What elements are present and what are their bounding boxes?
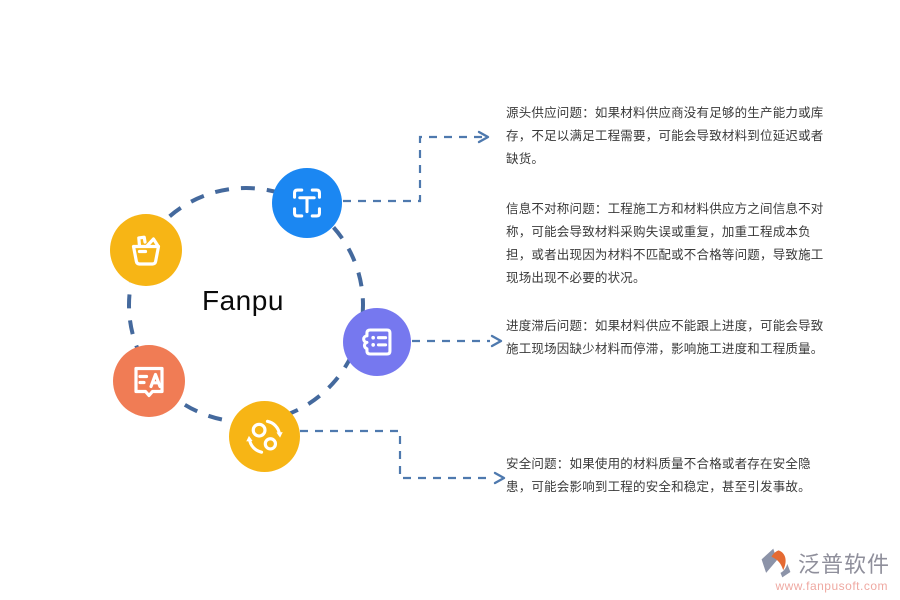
shopping-basket-icon — [131, 235, 161, 266]
ticket-list-icon — [362, 328, 392, 356]
sync-arrows-icon — [246, 419, 283, 454]
sync-icon-badge — [229, 401, 300, 472]
ticket-icon-badge — [343, 308, 411, 376]
center-brand-label: Fanpu — [202, 285, 284, 316]
scan-icon-badge — [272, 168, 342, 238]
fanpu-logo-icon — [761, 548, 791, 578]
chat-icon-badge — [113, 345, 185, 417]
translate-chat-icon — [134, 366, 164, 398]
connector-line-bottom — [300, 429, 492, 480]
arrowhead-icon — [490, 334, 503, 348]
annotation-source-supply: 源头供应问题：如果材料供应商没有足够的生产能力或库存，不足以满足工程需要，可能会… — [506, 106, 824, 166]
watermark-url: www.fanpusoft.com — [775, 579, 888, 593]
basket-icon-badge — [110, 214, 182, 286]
watermark-row: 泛普软件 — [758, 545, 890, 581]
arrowhead-icon — [477, 130, 490, 144]
watermark-brand: 泛普软件 — [797, 552, 890, 577]
annotation-info-asymmetry: 信息不对称问题：工程施工方和材料供应方之间信息不对称，可能会导致材料采购失误或重… — [506, 202, 824, 285]
annotation-schedule-delay: 进度滞后问题：如果材料供应不能跟上进度，可能会导致施工现场因缺少材料而停滞，影响… — [506, 319, 824, 356]
fanpu-watermark: 泛普软件 www.fanpusoft.com — [758, 545, 890, 593]
arrowhead-icon — [493, 471, 506, 485]
text-scan-icon — [293, 188, 321, 218]
connector-line-top — [343, 135, 484, 203]
annotation-safety: 安全问题：如果使用的材料质量不合格或者存在安全隐患，可能会影响到工程的安全和稳定… — [506, 457, 811, 494]
